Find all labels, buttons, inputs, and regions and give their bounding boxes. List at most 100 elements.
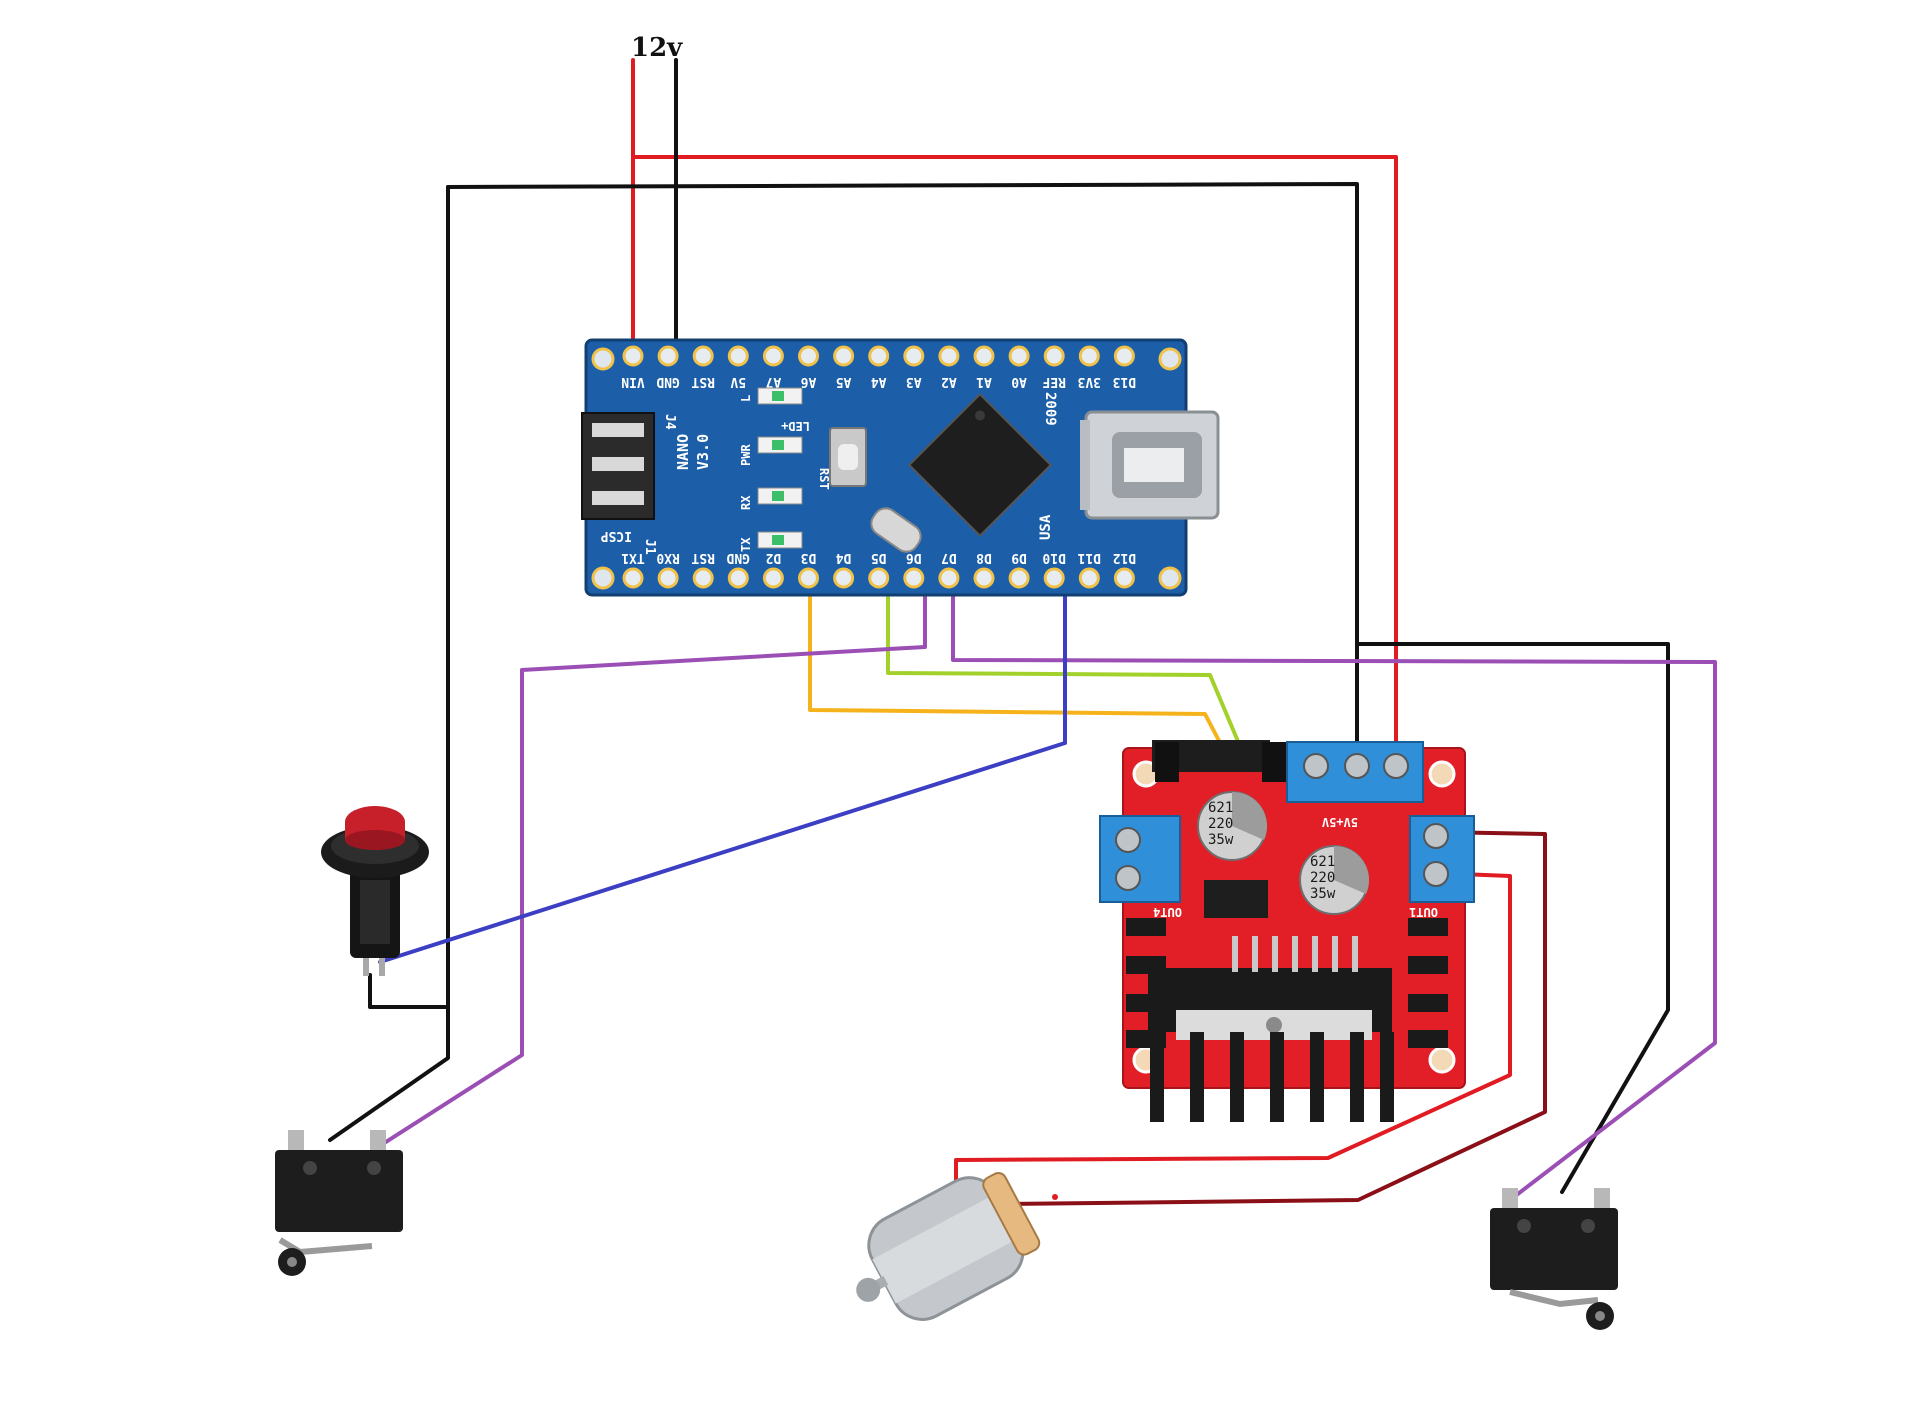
dc-motor-endcap (982, 1172, 1041, 1256)
pin-label-a3: A3 (906, 374, 922, 389)
header-hole-d3 (798, 567, 819, 589)
out-left-label: OUT4 (1153, 905, 1182, 919)
driver-mount-hole (1428, 760, 1456, 788)
pin-label-3v3: 3V3 (1078, 374, 1101, 389)
pin-label-d8: D8 (976, 550, 992, 565)
pin-label-a2: A2 (941, 374, 957, 389)
led-label-l: L (739, 395, 753, 402)
led-label-tx: TX (739, 537, 753, 552)
pin-label-ref: REF (1042, 374, 1066, 389)
limit-switch-left-body (275, 1150, 403, 1232)
icsp-pin (592, 491, 644, 505)
header-hole-a2 (938, 345, 960, 367)
nano-mount-hole (591, 566, 615, 590)
header-hole-vin (622, 345, 644, 367)
power-label: 5V+5V (1322, 815, 1358, 829)
stray-dot (1052, 1194, 1058, 1200)
capacitor-1: 621 220 35w (1197, 791, 1268, 861)
input-jumper (1155, 742, 1179, 782)
header-hole-a4 (868, 345, 890, 367)
crystal (870, 507, 922, 553)
out-right-label: OUT1 (1409, 905, 1438, 919)
limit-switch-right-lever (1509, 1289, 1599, 1308)
cap1-line2: 220 (1208, 816, 1233, 832)
header-hole-d5 (868, 567, 890, 589)
wire-d5-green (886, 576, 1247, 760)
terminal-screw (1383, 753, 1409, 779)
wire-ground-button (368, 973, 450, 1009)
pin-label-5v: 5V (730, 374, 746, 389)
board-name: NANO (674, 434, 692, 470)
pin-label-d3: D3 (801, 550, 817, 565)
wire-d6-purple (376, 576, 927, 1149)
cap1-line3: 35w (1208, 832, 1234, 848)
header-j1-label: J1 (642, 539, 657, 555)
header-hole-d11 (1078, 567, 1100, 589)
header-hole-a3 (903, 345, 925, 367)
header-hole-a5 (833, 345, 855, 367)
icsp-pin (592, 423, 644, 437)
header-hole-d2 (762, 567, 784, 589)
header-hole-tx1 (622, 567, 644, 589)
nano-leds: L PWR RX TX LED+ RST (739, 387, 831, 552)
dc-motor (856, 1172, 1041, 1321)
supply-label: 12v (631, 33, 683, 63)
push-button-lead (379, 958, 385, 976)
header-hole-a0 (1008, 345, 1030, 367)
pin-label-gnd: GND (656, 374, 680, 389)
header-hole-5v (727, 345, 749, 367)
pin-label-d4: D4 (836, 550, 852, 565)
header-hole-d12 (1113, 567, 1135, 589)
pin-label-vin: VIN (621, 374, 645, 389)
header-hole-a6 (798, 345, 819, 367)
l298n-driver: OUT4 OUT1 5V+5V 621 220 35w 621 220 35w (1099, 740, 1475, 1122)
pin-label-d10: D10 (1042, 550, 1066, 565)
wire-d7-purple (951, 576, 1717, 1202)
heatsink (1148, 936, 1394, 1122)
terminal-screw (1344, 753, 1370, 779)
header-hole-d4 (833, 567, 855, 589)
pin-label-d7: D7 (941, 550, 957, 565)
chip-usa-label: USA (1038, 514, 1054, 540)
input-jumper (1262, 742, 1286, 782)
pin-label-gnd: GND (726, 550, 750, 565)
cap2-line2: 220 (1310, 870, 1335, 886)
header-hole-a1 (973, 345, 995, 367)
header-hole-d10 (1043, 567, 1065, 589)
pin-label-a5: A5 (836, 374, 852, 389)
wire-motor-red (954, 871, 1512, 1207)
nano-bottom-header (622, 567, 1135, 589)
icsp-pin (592, 457, 644, 471)
pin-label-rx0: RX0 (656, 550, 680, 565)
wire-12v-positive-driver (631, 155, 1398, 765)
led-label-rx: RX (739, 495, 753, 510)
rst-switch-label: RST (817, 468, 831, 490)
capacitor-2: 621 220 35w (1299, 845, 1370, 915)
header-hole-rst (692, 345, 714, 367)
pin-label-a0: A0 (1011, 374, 1027, 389)
pin-label-d2: D2 (766, 550, 782, 565)
pin-label-a6: A6 (801, 374, 817, 389)
cap2-line1: 621 (1310, 854, 1335, 870)
header-hole-rx0 (657, 567, 679, 589)
board-version: V3.0 (694, 434, 712, 470)
limit-switch-right-body (1490, 1208, 1618, 1290)
header-j4-label: J4 (662, 414, 677, 430)
wires (328, 58, 1717, 1227)
wire-ground-right (1355, 642, 1670, 1194)
cap2-line3: 35w (1310, 886, 1336, 902)
wire-ground-bus (446, 182, 1359, 765)
pin-label-d13: D13 (1113, 374, 1136, 389)
push-button-lead (363, 958, 369, 976)
cap1-line1: 621 (1208, 800, 1233, 816)
header-hole-d8 (973, 567, 995, 589)
nano-mount-hole (1158, 566, 1182, 590)
icsp-label: ICSP (601, 528, 632, 543)
header-hole-ref (1043, 345, 1065, 367)
header-hole-rst (692, 567, 714, 589)
pin-label-rst: RST (691, 374, 715, 389)
header-hole-a7 (762, 345, 784, 367)
